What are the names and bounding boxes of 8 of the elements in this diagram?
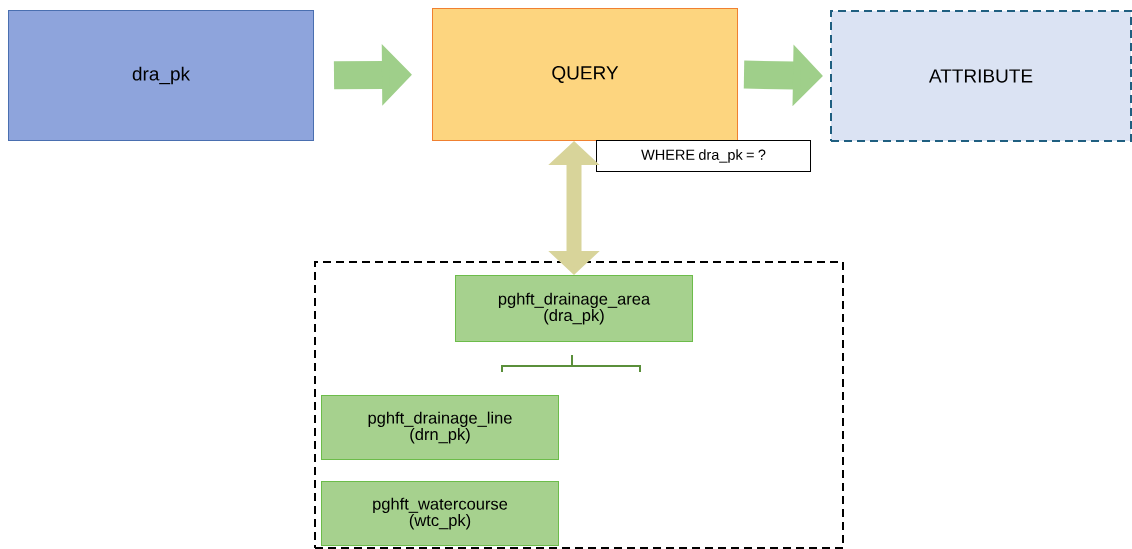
table-box: pghft_watercourse (wtc_pk) (321, 481, 559, 546)
condition-box: WHERE dra_pk = ? (596, 140, 811, 172)
table-box: pghft_drainage_line (drn_pk) (321, 395, 559, 460)
group-frame (314, 261, 844, 549)
process-box: ATTRIBUTE (830, 10, 1132, 142)
process-box: QUERY (432, 8, 738, 141)
process-box: dra_pk (8, 10, 314, 141)
table-box: pghft_drainage_area (dra_pk) (455, 275, 693, 342)
